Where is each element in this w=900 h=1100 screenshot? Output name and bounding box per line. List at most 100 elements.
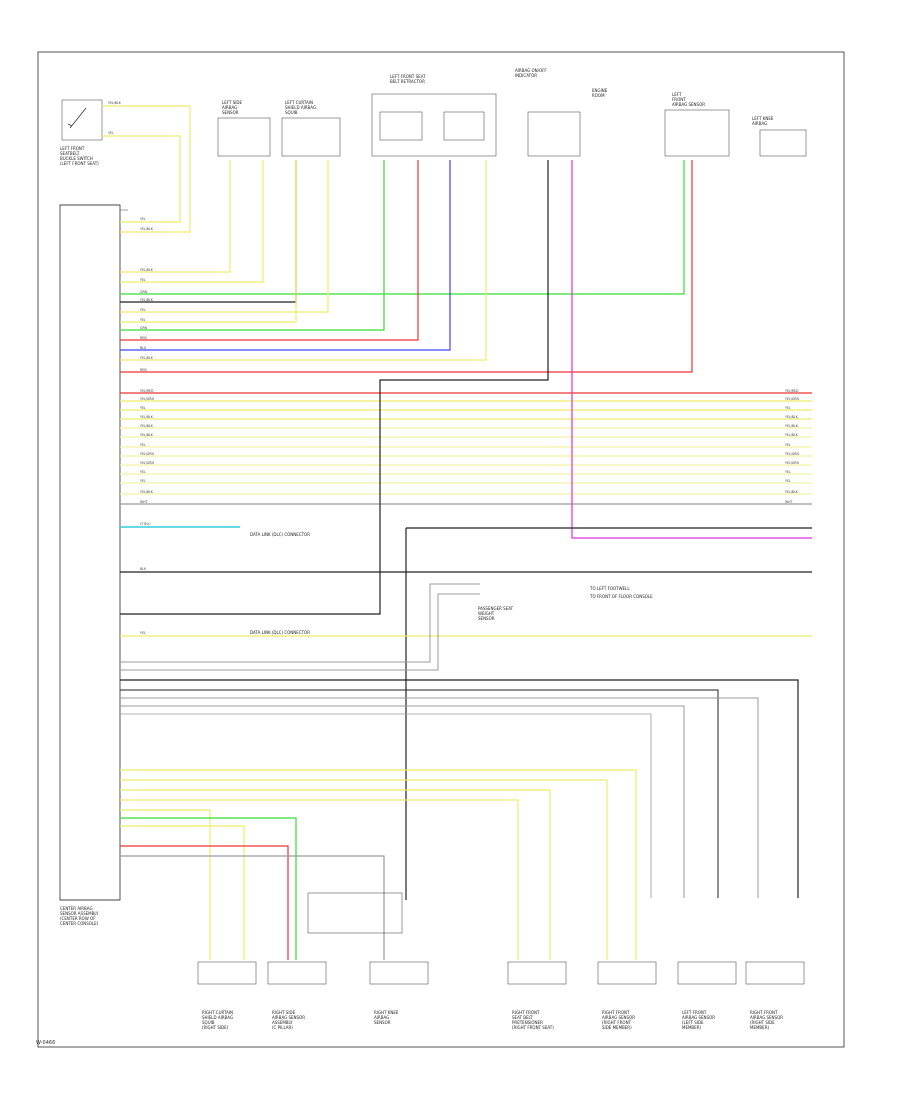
- left-seatbelt-switch: [61, 99, 103, 141]
- bottom-label-rf_front-3: SIDE MEMBER): [602, 1025, 632, 1030]
- svg-text:TO FRONT OF FLOOR CONSOLE: TO FRONT OF FLOOR CONSOLE: [589, 594, 653, 599]
- svg-text:(CENTER ROW OF: (CENTER ROW OF: [60, 916, 96, 921]
- wire-label-top-5: YEL: [140, 318, 146, 322]
- wire-label-mid-1: BLK: [140, 567, 147, 571]
- bottom-label-rf_seatbelt-3: (RIGHT FRONT SEAT): [512, 1025, 554, 1030]
- wire-label-bus-l-10: YEL: [140, 479, 146, 483]
- svg-text:WEIGHT: WEIGHT: [478, 611, 495, 616]
- svg-text:ROOM: ROOM: [592, 93, 605, 98]
- top-connector-lf-side: LEFT SIDE AIRBAG SENSOR: [217, 100, 271, 157]
- wire-low-2: [120, 689, 719, 898]
- svg-text:SHIELD AIRBAG: SHIELD AIRBAG: [285, 105, 316, 110]
- wire-label-bus-r-3: YEL/BLK: [785, 415, 799, 419]
- wire-switch-2: [102, 135, 181, 223]
- svg-text:FRONT: FRONT: [672, 97, 686, 102]
- svg-text:LEFT FRONT SEAT: LEFT FRONT SEAT: [390, 74, 426, 79]
- wire-bottom-2: [120, 789, 551, 960]
- wire-top-0: [120, 160, 231, 273]
- svg-text:CENTER AIRBAG: CENTER AIRBAG: [60, 906, 93, 911]
- wire-label-cyan: LT BLU: [140, 522, 151, 526]
- wire-label-bus-r-11: YEL/BLK: [785, 490, 799, 494]
- svg-text:DATA LINK (DLC) CONNECTOR: DATA LINK (DLC) CONNECTOR: [250, 532, 310, 537]
- wire-label-bus-r-10: YEL: [785, 479, 791, 483]
- bottom-label-rf_side-0: RIGHT SIDE: [272, 1010, 296, 1015]
- svg-text:TO LEFT FOOTWELL: TO LEFT FOOTWELL: [589, 586, 630, 591]
- wire-bottom-0: [120, 769, 637, 960]
- wire-label-bus-r-6: YEL: [785, 443, 791, 447]
- wire-label-bus-r-7: YEL/GRN: [785, 452, 799, 456]
- bottom-label-rf_curtain-3: (RIGHT SIDE): [202, 1025, 229, 1030]
- wire-bottom-3: [120, 799, 519, 960]
- bottom-label-rf_knee-0: RIGHT KNEE: [374, 1010, 399, 1015]
- wire-label-top-3: YEL/BLK: [140, 298, 154, 302]
- wire-label-bus-r-9: YEL: [785, 470, 791, 474]
- wire-bottom-8: [120, 855, 385, 960]
- top-connector-lf-curtain: LEFT CURTAIN SHIELD AIRBAG SQUIB: [281, 100, 341, 157]
- wire-label-bus-r-12: WHT: [785, 500, 793, 504]
- bottom-label-rf_side-2: ASSEMBLY: [272, 1020, 293, 1025]
- wire-top-3: [120, 160, 297, 303]
- svg-text:SENSOR ASSEMBLY: SENSOR ASSEMBLY: [60, 911, 99, 916]
- wire-top-10: [120, 160, 693, 373]
- svg-text:AIRBAG: AIRBAG: [222, 105, 237, 110]
- top-connector-airbag-indicator: AIRBAG ON/OFF INDICATOR: [515, 68, 581, 157]
- bottom-label-rf_curtain-2: SQUIB: [202, 1020, 215, 1025]
- svg-text:ENGINE: ENGINE: [592, 88, 608, 93]
- wire-label-m1: YEL: [140, 217, 146, 221]
- svg-text:AIRBAG ON/OFF: AIRBAG ON/OFF: [515, 68, 547, 73]
- bottom-label-rf_seatbelt-2: PRETENSIONER: [512, 1020, 543, 1025]
- wire-low-3: [120, 697, 759, 898]
- svg-text:DATA LINK (DLC) CONNECTOR: DATA LINK (DLC) CONNECTOR: [250, 630, 310, 635]
- wire-label-bus-l-12: WHT: [140, 500, 148, 504]
- wire-label-bus-r-2: YEL: [785, 406, 791, 410]
- wire-magenta: [571, 160, 812, 539]
- wire-label-bus-r-8: YEL/GRN: [785, 461, 799, 465]
- bottom-label-rf_front-0: RIGHT FRONT: [602, 1010, 630, 1015]
- wire-label-bus-r-5: YEL/BLK: [785, 433, 799, 437]
- wire-mid-4: [120, 583, 480, 663]
- diagram-frame: [37, 51, 845, 1048]
- wire-bottom-5: [120, 817, 297, 960]
- wire-switch-1: [102, 105, 191, 233]
- bottom-connector-rf_knee: [369, 961, 429, 985]
- wire-top-1: [120, 160, 264, 283]
- wire-label-bus-l-1: YEL/GRN: [140, 397, 154, 401]
- wire-low-1: [120, 679, 799, 898]
- wire-label-top-8: BLU: [140, 346, 147, 350]
- wire-bottom-6: [120, 825, 245, 960]
- wire-top-5: [120, 160, 297, 323]
- wire-label-top-2: GRN: [140, 290, 148, 294]
- left-switch-label: LEFT FRONT SEATBELT BUCKLE SWITCH (LEFT …: [60, 146, 99, 166]
- wire-label-bus-r-4: YEL/BLK: [785, 424, 799, 428]
- wire-bottom-4: [120, 809, 211, 960]
- wire-label-top-7: RED: [140, 336, 147, 340]
- wire-label-bus-l-7: YEL/GRN: [140, 452, 154, 456]
- bottom-label-lf_frontsensor-2: (LEFT SIDE: [682, 1020, 704, 1025]
- wire-label-bus-r-0: YEL/RED: [785, 389, 799, 393]
- figure-id: W-0466: [36, 1040, 56, 1046]
- wire-label-bus-l-2: YEL: [140, 406, 146, 410]
- bottom-label-rf_frontsensor-2: (RIGHT SIDE: [750, 1020, 775, 1025]
- wire-label-bus-r-1: YEL/GRN: [785, 397, 799, 401]
- wire-label-switch-2: YEL: [108, 131, 114, 135]
- svg-text:PASSENGER SEAT: PASSENGER SEAT: [478, 606, 514, 611]
- wire-low-4: [120, 705, 685, 898]
- bottom-connector-rf_frontsensor: [745, 961, 805, 985]
- svg-text:LEFT CURTAIN: LEFT CURTAIN: [285, 100, 313, 105]
- wire-label-bus-l-6: YEL: [140, 443, 146, 447]
- bottom-label-lf_frontsensor-0: LEFT FRONT: [682, 1010, 707, 1015]
- wire-group: YEL/BLK YEL YEL YEL/BLK YEL/BLK YEL GRN YEL/BLK…: [102, 101, 812, 960]
- bottom-label-lf_frontsensor-1: AIRBAG SENSOR: [682, 1015, 715, 1020]
- top-connector-lf-seatbelt: LEFT FRONT SEAT BELT RETRACTOR: [371, 74, 497, 157]
- wire-label-mid-3: YEL: [140, 631, 146, 635]
- svg-text:SENSOR: SENSOR: [478, 616, 495, 621]
- wire-top-9: [120, 160, 487, 361]
- top-connector-left-front: LEFT FRONT AIRBAG SENSOR: [664, 92, 730, 157]
- wire-bottom-1: [120, 779, 608, 960]
- svg-text:(LEFT FRONT SEAT): (LEFT FRONT SEAT): [60, 161, 99, 166]
